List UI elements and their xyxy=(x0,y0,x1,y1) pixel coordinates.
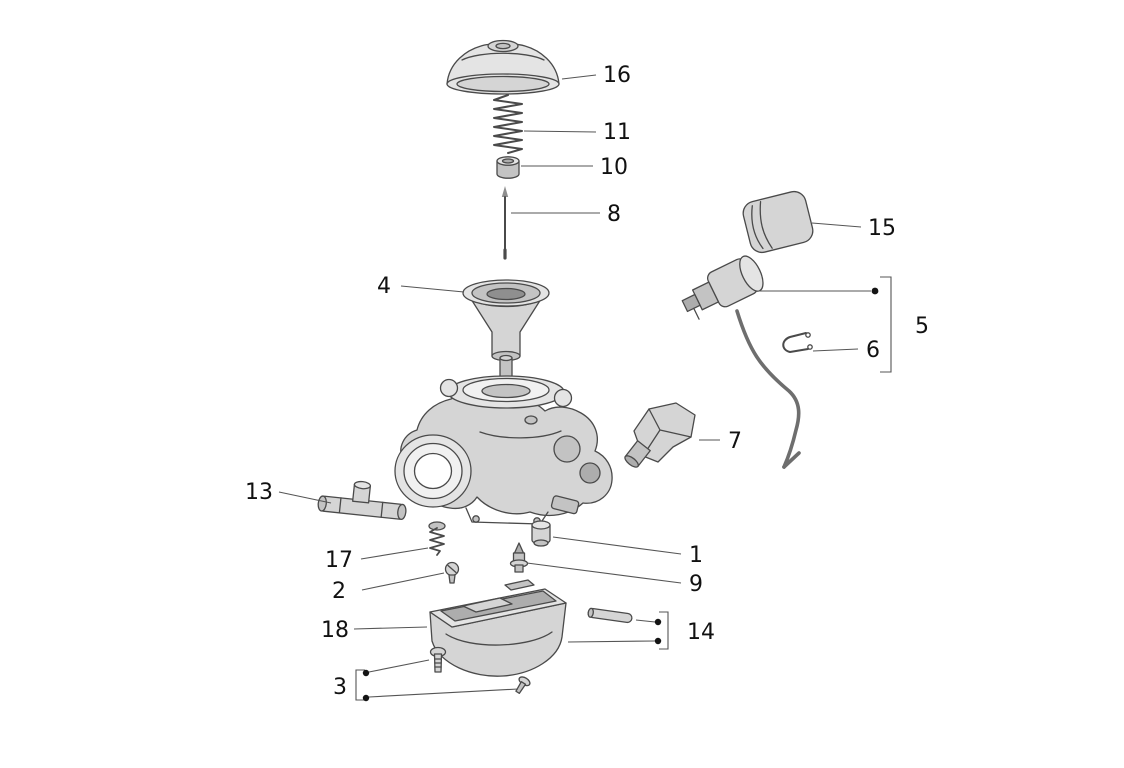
leader-3-dot-a xyxy=(362,669,370,677)
leader-2 xyxy=(361,572,445,591)
bracket-5 xyxy=(880,276,892,373)
callout-retaining-clip: 6 xyxy=(866,338,880,363)
callout-slide-spring: 11 xyxy=(603,120,631,145)
part-carburetor-body xyxy=(394,354,613,525)
part-automatic-choke xyxy=(681,255,801,469)
leader-11 xyxy=(523,130,597,133)
leader-17 xyxy=(360,547,429,560)
callout-needle-retainer: 10 xyxy=(600,155,628,180)
callout-float-pin: 14 xyxy=(687,620,715,645)
callout-screw-washer: 1 xyxy=(689,543,703,568)
leader-3b xyxy=(368,688,519,698)
part-starter-fitting xyxy=(624,402,696,468)
callout-float-bowl: 18 xyxy=(321,618,349,643)
part-float-bowl xyxy=(429,579,567,677)
part-bowl-screws xyxy=(429,646,531,695)
callout-automatic-choke: 5 xyxy=(915,314,929,339)
leader-14-dot-b xyxy=(654,637,662,645)
callout-screw-small: 2 xyxy=(332,579,346,604)
part-top-cover xyxy=(446,39,560,95)
leader-16 xyxy=(561,74,597,80)
leader-5-dot xyxy=(871,287,879,295)
bracket-3 xyxy=(355,669,365,701)
callout-rubber-cap: 15 xyxy=(868,216,896,241)
part-screw-small xyxy=(444,561,460,584)
callout-idle-spring-screw: 17 xyxy=(325,548,353,573)
part-slide-spring xyxy=(493,94,523,154)
part-float-pin xyxy=(587,607,633,624)
callout-vacuum-slide: 4 xyxy=(377,274,391,299)
part-idle-spring-screw xyxy=(428,521,446,556)
part-t-fitting xyxy=(317,480,407,521)
callout-t-fitting: 13 xyxy=(245,480,273,505)
part-rubber-cap xyxy=(742,190,814,254)
bracket-14 xyxy=(659,611,669,650)
leader-lines xyxy=(278,74,892,702)
callout-main-jet: 9 xyxy=(689,572,703,597)
part-main-jet xyxy=(509,542,529,573)
leader-14-dot-a xyxy=(654,618,662,626)
callout-top-cover: 16 xyxy=(603,63,631,88)
part-needle-retainer xyxy=(496,156,520,179)
leader-15 xyxy=(811,222,862,228)
callout-jet-needle: 8 xyxy=(607,202,621,227)
leader-4 xyxy=(400,285,465,293)
callout-bowl-screws: 3 xyxy=(333,675,347,700)
callout-starter-fitting: 7 xyxy=(728,429,742,454)
leader-9 xyxy=(526,562,682,584)
part-retaining-clip xyxy=(782,332,813,353)
leader-18 xyxy=(353,626,428,630)
leader-13 xyxy=(278,491,332,504)
leader-3a xyxy=(368,659,430,673)
part-jet-needle xyxy=(501,186,509,260)
leader-3-dot-b xyxy=(362,694,370,702)
leader-1 xyxy=(552,536,682,555)
part-screw-washer xyxy=(531,520,551,547)
leader-14b xyxy=(567,640,656,643)
part-vacuum-slide xyxy=(462,279,550,362)
leader-6 xyxy=(812,348,859,352)
leader-14a xyxy=(635,619,656,623)
